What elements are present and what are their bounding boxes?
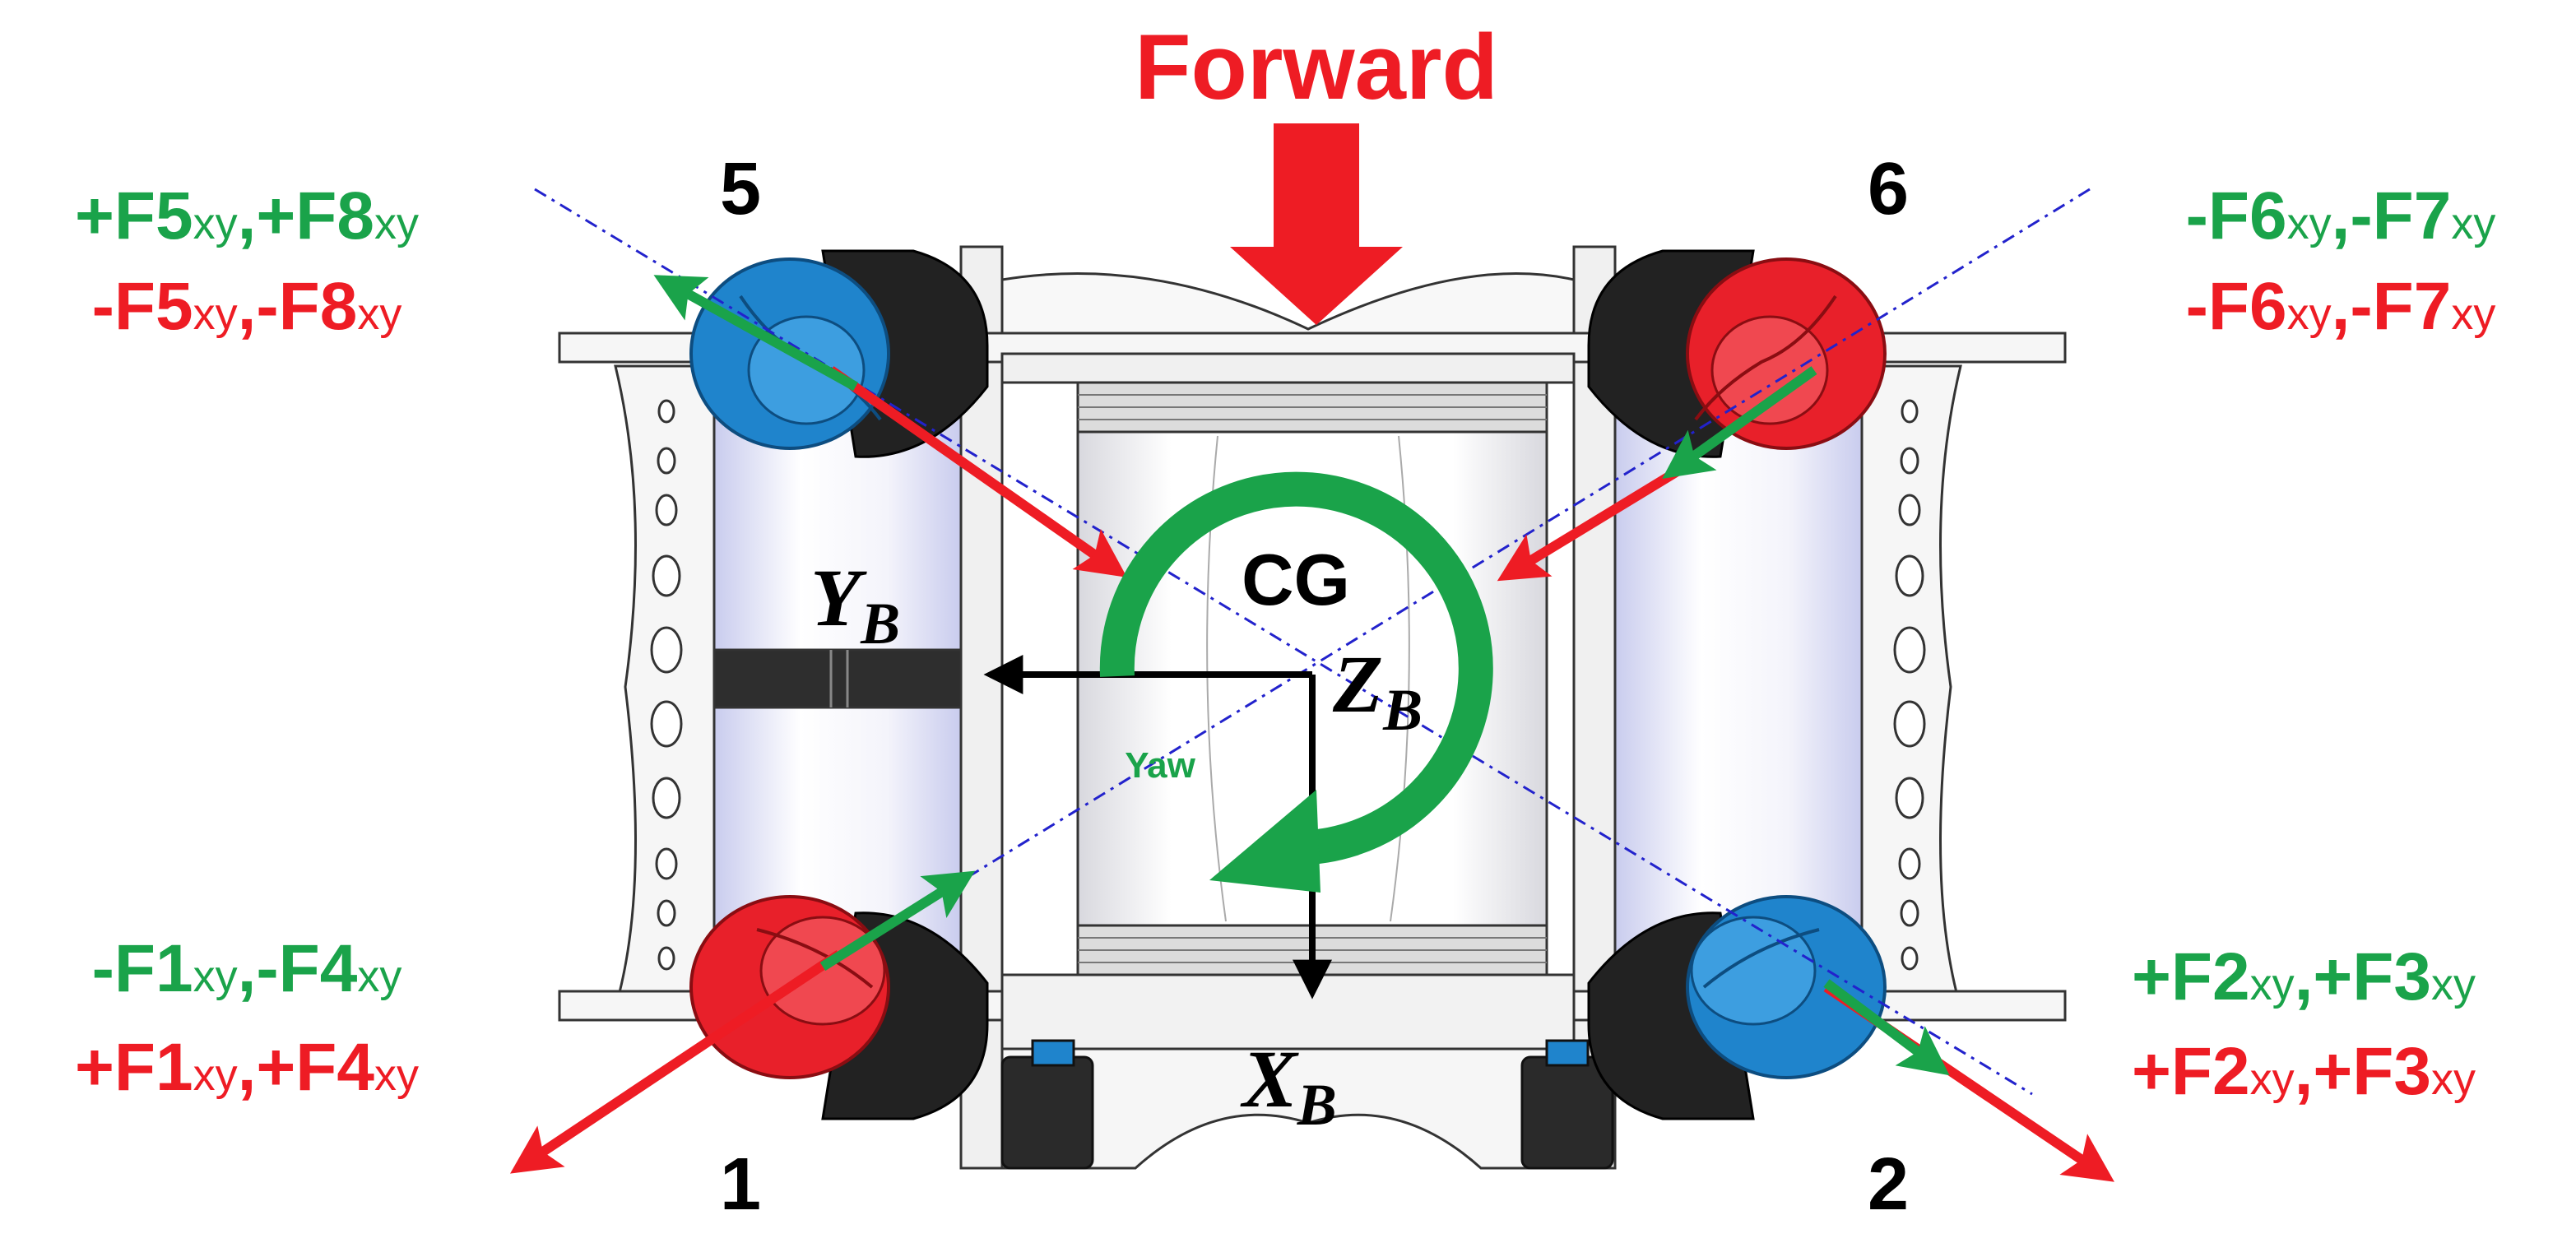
force-label-2-red: +F2xy,+F3xy <box>2132 1034 2476 1109</box>
bottom-left-motor <box>1000 1039 1094 1170</box>
y-axis-label: YB <box>810 552 900 656</box>
arrow-red-5 <box>828 366 1127 577</box>
force-label-6-red: -F6xy,-F7xy <box>2186 269 2496 344</box>
z-axis-label: ZB <box>1332 638 1423 743</box>
thruster-number-2: 2 <box>1868 1143 1909 1226</box>
bottom-tray <box>1000 973 1576 1051</box>
diagonal-5-to-2 <box>534 188 2033 1096</box>
arrow-green-5 <box>653 275 858 392</box>
top-hull-bar <box>1000 352 1576 384</box>
thruster-5 <box>689 249 989 458</box>
force-label-5-red: -F5xy,-F8xy <box>92 269 402 344</box>
bottom-skid <box>1000 1047 1576 1170</box>
force-arrows <box>510 275 2114 1182</box>
arrow-green-6 <box>1662 366 1817 479</box>
right-side-panel <box>1860 364 1962 1009</box>
left-panel-holes <box>650 399 683 971</box>
x-axis-label: XB <box>1240 1033 1337 1138</box>
arrow-red-1 <box>510 950 842 1174</box>
thruster-number-1: 1 <box>720 1143 761 1226</box>
arrow-red-6 <box>1497 456 1698 582</box>
left-side-panel <box>614 364 716 1009</box>
thruster-number-6: 6 <box>1868 148 1909 230</box>
force-label-5-green: +F5xy,+F8xy <box>75 179 419 253</box>
cg-label: CG <box>1242 539 1350 620</box>
thruster-number-5: 5 <box>720 148 761 230</box>
vehicle-frame <box>558 245 2067 1170</box>
arrow-green-2 <box>1823 979 1950 1076</box>
thruster-2 <box>1587 895 1887 1120</box>
arrow-green-1 <box>819 870 976 972</box>
force-label-1-green: -F1xy,-F4xy <box>92 931 402 1006</box>
thruster-6 <box>1587 249 1887 458</box>
force-label-1-red: +F1xy,+F4xy <box>75 1030 419 1105</box>
force-label-2-green: +F2xy,+F3xy <box>2132 939 2476 1014</box>
bottom-right-motor <box>1520 1039 1614 1170</box>
yaw-label: Yaw <box>1125 745 1195 786</box>
yaw-indicator-icon <box>1099 471 1493 893</box>
forward-arrow-icon <box>1230 123 1403 325</box>
left-tube-band <box>712 648 963 709</box>
body-axes: YB ZB XB <box>810 552 1423 1138</box>
right-panel-holes <box>1893 399 1926 971</box>
forward-label: Forward <box>1135 16 1498 118</box>
top-bracket <box>1000 272 1576 335</box>
force-label-6-green: -F6xy,-F7xy <box>2186 179 2496 253</box>
